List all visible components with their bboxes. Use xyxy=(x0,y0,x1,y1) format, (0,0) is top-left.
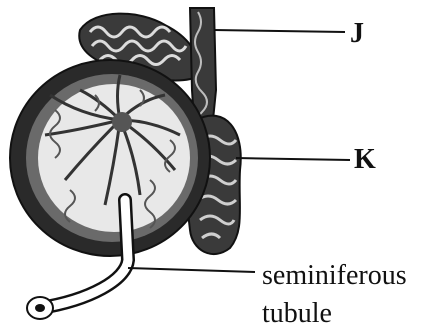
label-tubule: tubule xyxy=(262,300,332,328)
leader-line-k xyxy=(236,158,350,160)
leader-line-seminiferous xyxy=(128,268,255,272)
testis-body xyxy=(10,60,210,256)
label-j: J xyxy=(350,20,364,48)
leader-line-j xyxy=(214,30,345,32)
label-k: K xyxy=(354,146,376,174)
label-seminiferous: seminiferous xyxy=(262,262,407,290)
